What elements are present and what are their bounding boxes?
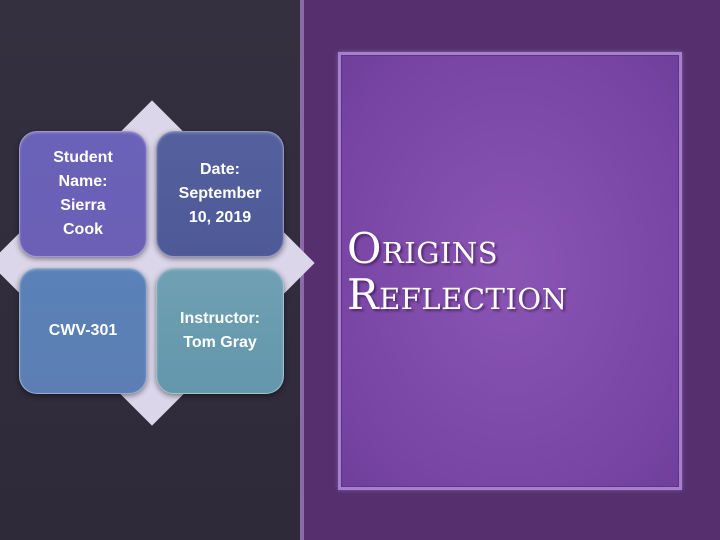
student-name-text: Student Name: Sierra Cook: [53, 149, 113, 238]
instructor-text: Instructor: Tom Gray: [180, 310, 260, 351]
date-tile: Date: September 10, 2019: [156, 131, 284, 257]
slide-title: Origins Reflection: [347, 226, 677, 318]
instructor-tile: Instructor: Tom Gray: [156, 268, 284, 394]
slide-title-line-1: Origins: [347, 224, 499, 273]
course-tile: CWV-301: [19, 268, 147, 394]
title-card: [338, 52, 682, 490]
course-text: CWV-301: [48, 322, 118, 339]
slide-title-line-2: Reflection: [347, 270, 568, 319]
date-text: Date: September 10, 2019: [178, 161, 262, 226]
student-name-tile: Student Name: Sierra Cook: [19, 131, 147, 257]
